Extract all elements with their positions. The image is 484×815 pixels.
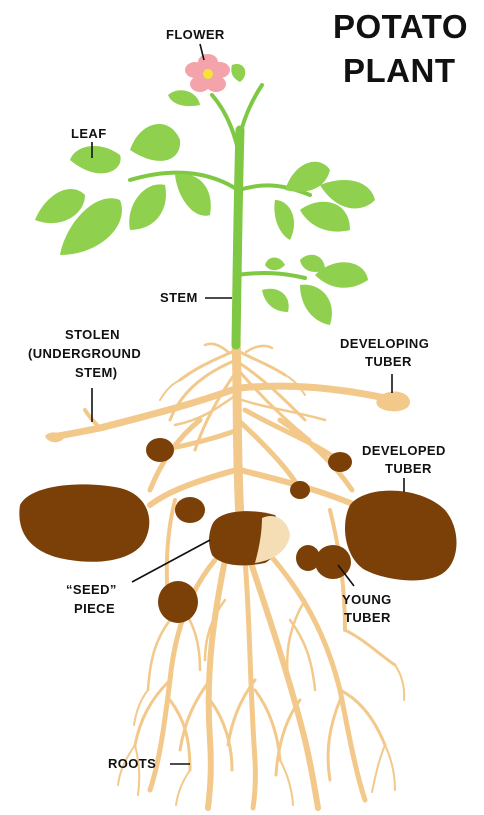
leaves — [35, 64, 375, 325]
label-stolen-line-2: (UNDERGROUND — [28, 346, 141, 361]
leaf-shape — [130, 124, 180, 161]
leaf-shape — [274, 200, 294, 240]
label-stolen-line-1: STOLEN — [65, 327, 120, 342]
leaf-shape — [168, 90, 200, 106]
diagram-title: POTATO PLANT — [333, 8, 468, 89]
label-developed-line-2: TUBER — [385, 461, 432, 476]
flower — [185, 54, 230, 92]
label-developed-tuber: DEVELOPED TUBER — [362, 443, 446, 476]
leaf-shape — [300, 255, 325, 272]
large-tuber-left — [19, 484, 149, 561]
label-developing-line-2: TUBER — [365, 354, 412, 369]
label-developing-tuber: DEVELOPING TUBER — [340, 336, 429, 369]
label-stem: STEM — [160, 290, 198, 305]
leaf-shape — [265, 258, 285, 271]
leaf-shape — [262, 289, 289, 312]
leaf-shape — [70, 146, 121, 173]
label-developed-line-1: DEVELOPED — [362, 443, 446, 458]
roots-system — [52, 340, 404, 808]
leaf-shape — [129, 184, 166, 230]
label-flower: FLOWER — [166, 27, 225, 42]
leaf-shape — [300, 202, 350, 232]
title-line-2: PLANT — [343, 52, 456, 89]
label-young-line-2: TUBER — [344, 610, 391, 625]
small-tuber — [175, 497, 205, 523]
label-seed-piece: “SEED” PIECE — [66, 582, 117, 616]
label-stolen-line-3: STEM) — [75, 365, 117, 380]
small-tuber — [328, 452, 352, 472]
developed-tuber — [345, 491, 456, 581]
leaf-shape — [175, 174, 211, 216]
leaf-shape — [300, 285, 332, 325]
small-tuber — [146, 438, 174, 462]
flower-center — [203, 69, 213, 79]
label-young-line-1: YOUNG — [342, 592, 392, 607]
label-stolen: STOLEN (UNDERGROUND STEM) — [28, 327, 141, 380]
label-roots: ROOTS — [108, 756, 156, 771]
label-seed-line-2: PIECE — [74, 601, 115, 616]
label-leaf: LEAF — [71, 126, 107, 141]
leaf-shape — [231, 64, 245, 82]
label-seed-line-1: “SEED” — [66, 582, 117, 597]
small-tuber — [290, 481, 310, 499]
small-tuber — [158, 581, 198, 623]
label-developing-line-1: DEVELOPING — [340, 336, 429, 351]
title-line-1: POTATO — [333, 8, 468, 45]
label-young-tuber: YOUNG TUBER — [342, 592, 392, 625]
